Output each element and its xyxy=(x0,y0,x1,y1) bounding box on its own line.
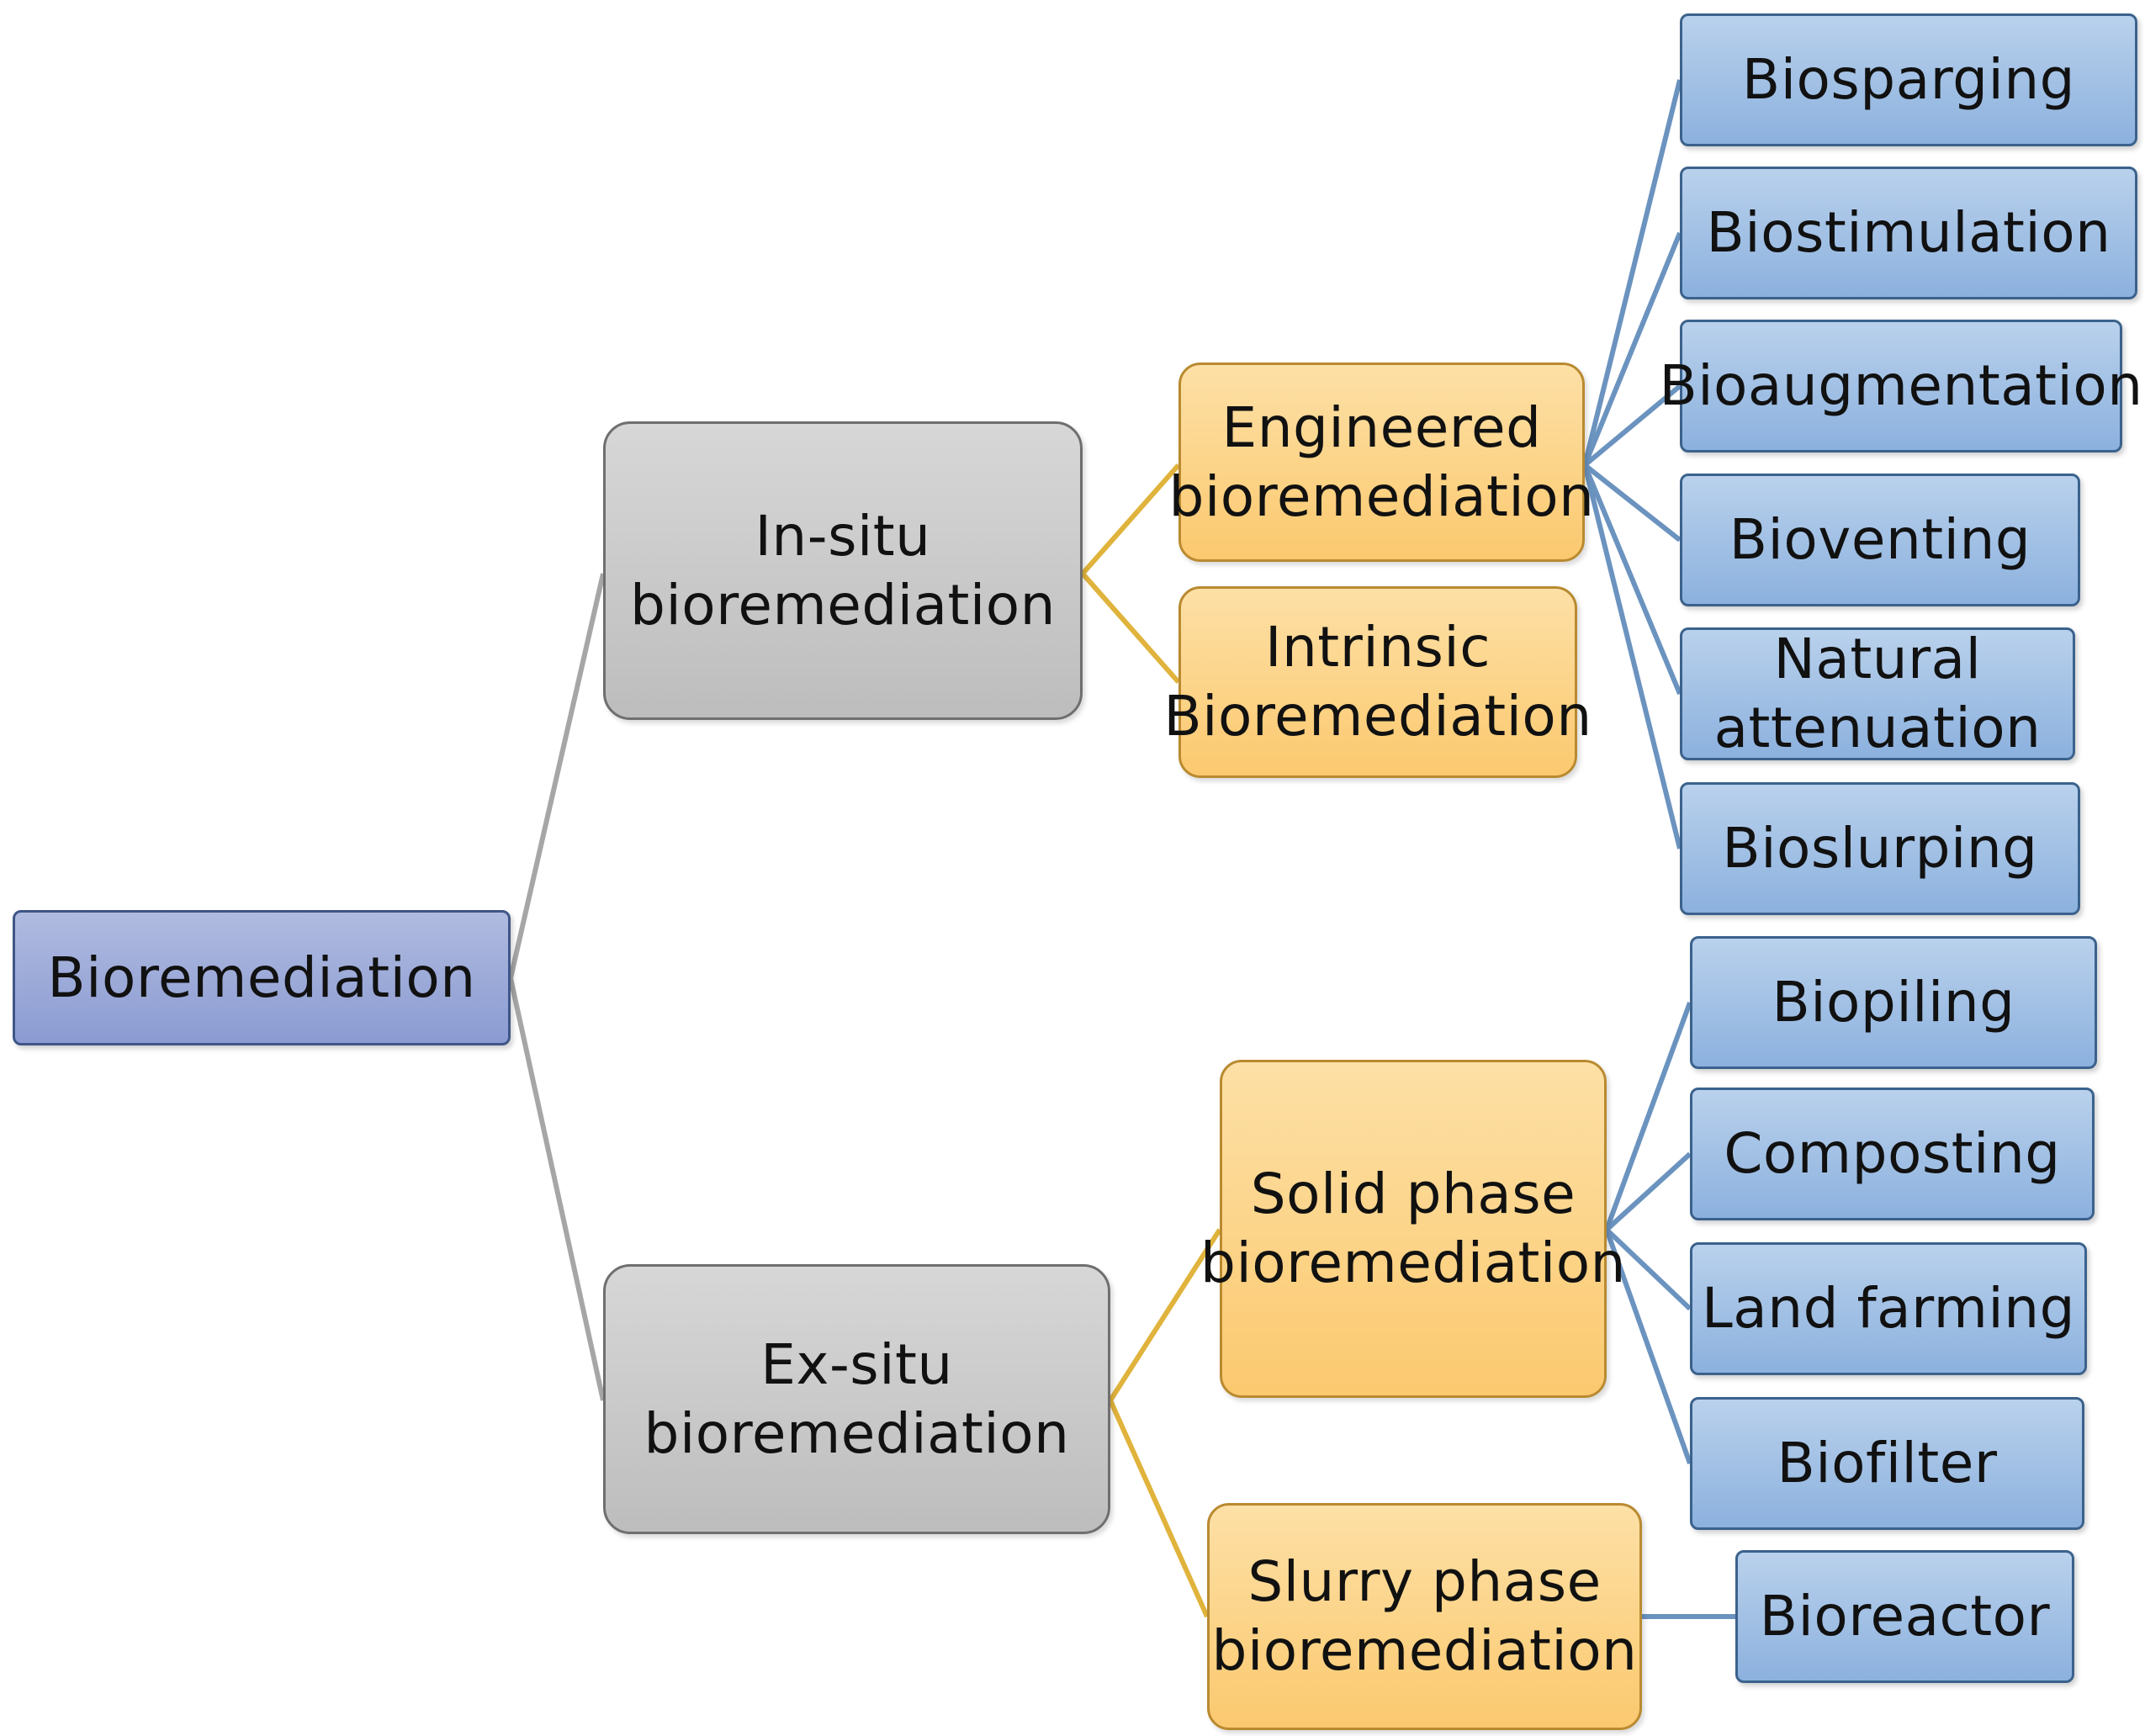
solid-phase-node: Solid phase bioremediation xyxy=(1200,1060,1625,1398)
connector-solid-phase-biofilter xyxy=(1604,1228,1692,1465)
bioreactor-label: Bioreactor xyxy=(1759,1584,2051,1649)
connector-solid-phase-biopiling xyxy=(1604,1001,1692,1231)
biofilter-node: Biofilter xyxy=(1690,1397,2084,1530)
engineered-label: Engineered bioremediation xyxy=(1168,394,1595,529)
ex-situ-node: Ex-situ bioremediation xyxy=(603,1264,1110,1534)
bioaugmentation-node: Bioaugmentation xyxy=(1659,320,2142,453)
bioslurping-node: Bioslurping xyxy=(1680,782,2080,915)
bioaugmentation-label: Bioaugmentation xyxy=(1659,353,2143,418)
biofilter-label: Biofilter xyxy=(1777,1431,1998,1495)
land-farming-label: Land farming xyxy=(1702,1276,2075,1341)
slurry-phase-node: Slurry phase bioremediation xyxy=(1207,1503,1642,1730)
bioventing-label: Bioventing xyxy=(1729,507,2031,572)
in-situ-label: In-situ bioremediation xyxy=(630,503,1056,638)
bioremediation-node: Bioremediation xyxy=(13,910,511,1045)
land-farming-node: Land farming xyxy=(1690,1242,2087,1375)
bioremediation-label: Bioremediation xyxy=(47,945,476,1010)
connector-engineered-bioventing xyxy=(1583,463,1682,542)
connector-engineered-bioaugmentation xyxy=(1583,384,1682,468)
connector-engineered-bioslurping xyxy=(1582,464,1682,849)
bioslurping-label: Bioslurping xyxy=(1722,816,2038,881)
biostimulation-node: Biostimulation xyxy=(1680,167,2137,299)
natural-attenuation-label: Natural attenuation xyxy=(1713,627,2042,760)
biosparging-label: Biosparging xyxy=(1741,47,2076,112)
biostimulation-label: Biostimulation xyxy=(1706,200,2111,265)
connector-ex-situ-slurry-phase xyxy=(1108,1399,1210,1618)
connector-engineered-biosparging xyxy=(1582,79,1682,466)
slurry-phase-label: Slurry phase bioremediation xyxy=(1211,1549,1638,1683)
connector-in-situ-engineered xyxy=(1080,463,1181,575)
intrinsic-node: Intrinsic Bioremediation xyxy=(1163,586,1592,778)
biopiling-node: Biopiling xyxy=(1690,936,2097,1069)
biosparging-node: Biosparging xyxy=(1680,13,2137,146)
natural-attenuation-node: Natural attenuation xyxy=(1680,627,2075,760)
connector-in-situ-intrinsic xyxy=(1080,572,1181,684)
ex-situ-label: Ex-situ bioremediation xyxy=(644,1331,1070,1466)
composting-node: Composting xyxy=(1690,1088,2095,1220)
solid-phase-label: Solid phase bioremediation xyxy=(1200,1162,1626,1295)
composting-label: Composting xyxy=(1724,1121,2061,1186)
connector-ex-situ-solid-phase xyxy=(1108,1228,1222,1402)
in-situ-node: In-situ bioremediation xyxy=(603,421,1083,720)
biopiling-label: Biopiling xyxy=(1772,970,2015,1035)
connector-root-ex-situ xyxy=(508,977,606,1401)
intrinsic-label: Intrinsic Bioremediation xyxy=(1163,615,1592,749)
connector-engineered-biostimulation xyxy=(1582,231,1682,467)
connector-solid-phase-land-farming xyxy=(1604,1227,1692,1311)
engineered-node: Engineered bioremediation xyxy=(1169,363,1594,562)
connector-solid-phase-composting xyxy=(1604,1151,1692,1232)
bioreactor-node: Bioreactor xyxy=(1735,1550,2074,1683)
connector-root-in-situ xyxy=(508,573,606,979)
bioventing-node: Bioventing xyxy=(1680,474,2080,606)
connector-engineered-natural-attenuation xyxy=(1582,463,1682,696)
